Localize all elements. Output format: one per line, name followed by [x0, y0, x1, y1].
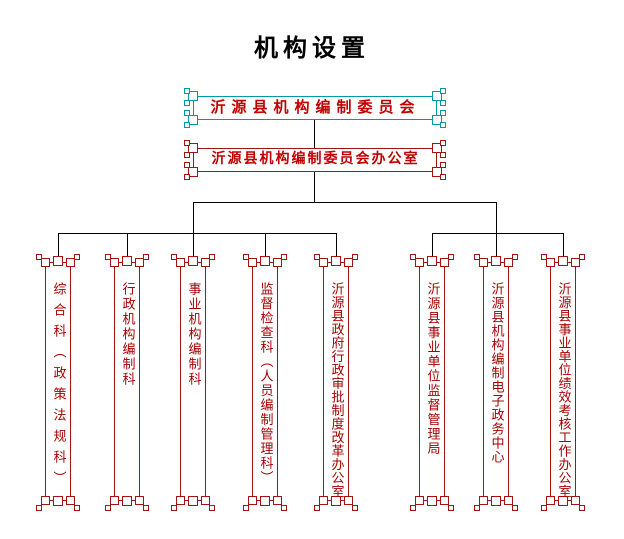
- connector-line: [432, 233, 433, 256]
- org-node-dept: 沂源县事业单位绩效考核工作办公室: [541, 254, 585, 514]
- org-node-dept: 沂源县机构编制电子政务中心: [474, 254, 518, 514]
- org-node-label: 沂源县政府行政审批制度改革办公室: [328, 282, 344, 498]
- org-node-label: 沂源县机构编制委员会: [210, 98, 421, 116]
- connector-line: [496, 202, 497, 234]
- connector-line: [58, 233, 337, 234]
- org-node-label: 监督检查科（人员编制管理科）: [257, 282, 273, 485]
- connector-line: [314, 171, 315, 203]
- org-node-dept: 事业机构编制科: [171, 254, 215, 514]
- org-node-dept: 沂源县政府行政审批制度改革办公室: [314, 254, 358, 514]
- org-node-label: 行政机构编制科: [119, 282, 135, 387]
- connector-line: [193, 202, 194, 234]
- org-node-dept: 综合科（政策法规科）: [36, 254, 80, 514]
- scroll-frame: [243, 254, 287, 511]
- org-node-dept: 沂源县事业单位监督管理局: [410, 254, 454, 514]
- org-node-dept: 行政机构编制科: [105, 254, 149, 514]
- org-node-label: 沂源县机构编制电子政务中心: [488, 282, 504, 464]
- org-node-label: 事业机构编制科: [185, 282, 201, 387]
- banner-frame: [184, 140, 446, 180]
- connector-line: [314, 119, 315, 148]
- banner-frame: [184, 88, 446, 128]
- scroll-frame: [105, 254, 149, 511]
- connector-line: [336, 233, 337, 256]
- org-node-dept: 监督检查科（人员编制管理科）: [243, 254, 287, 514]
- org-node-committee: 沂源县机构编制委员会: [184, 88, 446, 128]
- connector-line: [127, 233, 128, 256]
- connector-line: [265, 233, 266, 256]
- org-node-office: 沂源县机构编制委员会办公室: [184, 140, 446, 180]
- page-title: 机构设置: [254, 34, 370, 62]
- scroll-frame: [474, 254, 518, 511]
- scroll-frame: [171, 254, 215, 511]
- org-node-label: 沂源县事业单位监督管理局: [424, 282, 440, 456]
- connector-line: [193, 233, 194, 256]
- connector-line: [58, 233, 59, 256]
- org-node-label: 沂源县事业单位绩效考核工作办公室: [555, 282, 571, 498]
- scroll-frame: [314, 254, 358, 511]
- connector-line: [193, 202, 497, 203]
- scroll-frame: [541, 254, 585, 511]
- org-node-label: 综合科（政策法规科）: [50, 282, 66, 492]
- org-node-label: 沂源县机构编制委员会办公室: [211, 151, 420, 167]
- scroll-frame: [410, 254, 454, 511]
- scroll-frame: [36, 254, 80, 511]
- connector-line: [496, 233, 497, 256]
- connector-line: [432, 233, 564, 234]
- connector-line: [563, 233, 564, 256]
